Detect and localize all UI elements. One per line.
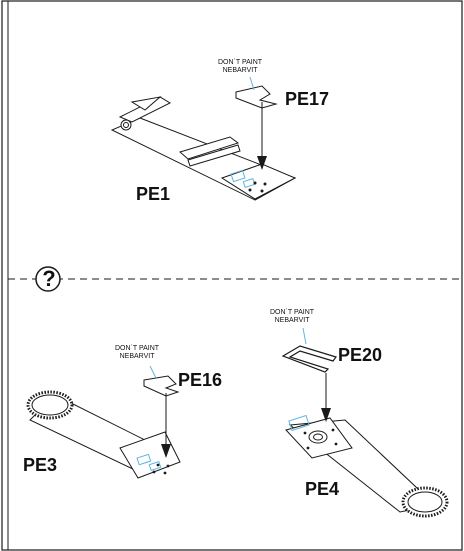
bottom-right-note-line1: DON´T PAINT — [270, 309, 314, 317]
label-pe1: PE1 — [136, 185, 170, 203]
part-pe20 — [283, 346, 336, 372]
pe16-note-leader — [150, 366, 156, 378]
pe4-boss — [309, 431, 327, 443]
pe4-gear-ring — [403, 488, 447, 516]
top-note-line2: NEBARVIT — [218, 67, 262, 75]
label-pe4: PE4 — [305, 480, 339, 498]
bottom-right-note: DON´T PAINT NEBARVIT — [270, 309, 314, 325]
label-pe3: PE3 — [23, 456, 57, 474]
bottom-left-note: DON´T PAINT NEBARVIT — [115, 345, 159, 361]
bottom-right-note-line2: NEBARVIT — [270, 317, 314, 325]
label-pe20: PE20 — [338, 346, 382, 364]
top-note-line1: DON´T PAINT — [218, 59, 262, 67]
label-pe16: PE16 — [178, 371, 222, 389]
part-pe16 — [144, 376, 178, 396]
top-note: DON´T PAINT NEBARVIT — [218, 59, 262, 75]
bottom-left-note-line2: NEBARVIT — [115, 353, 159, 361]
question-mark: ? — [34, 265, 64, 293]
label-pe17: PE17 — [285, 90, 329, 108]
pe20-note-leader — [303, 328, 306, 344]
pe3-gear-ring — [28, 392, 72, 418]
bottom-left-note-line1: DON´T PAINT — [115, 345, 159, 353]
part-pe17 — [236, 86, 276, 108]
